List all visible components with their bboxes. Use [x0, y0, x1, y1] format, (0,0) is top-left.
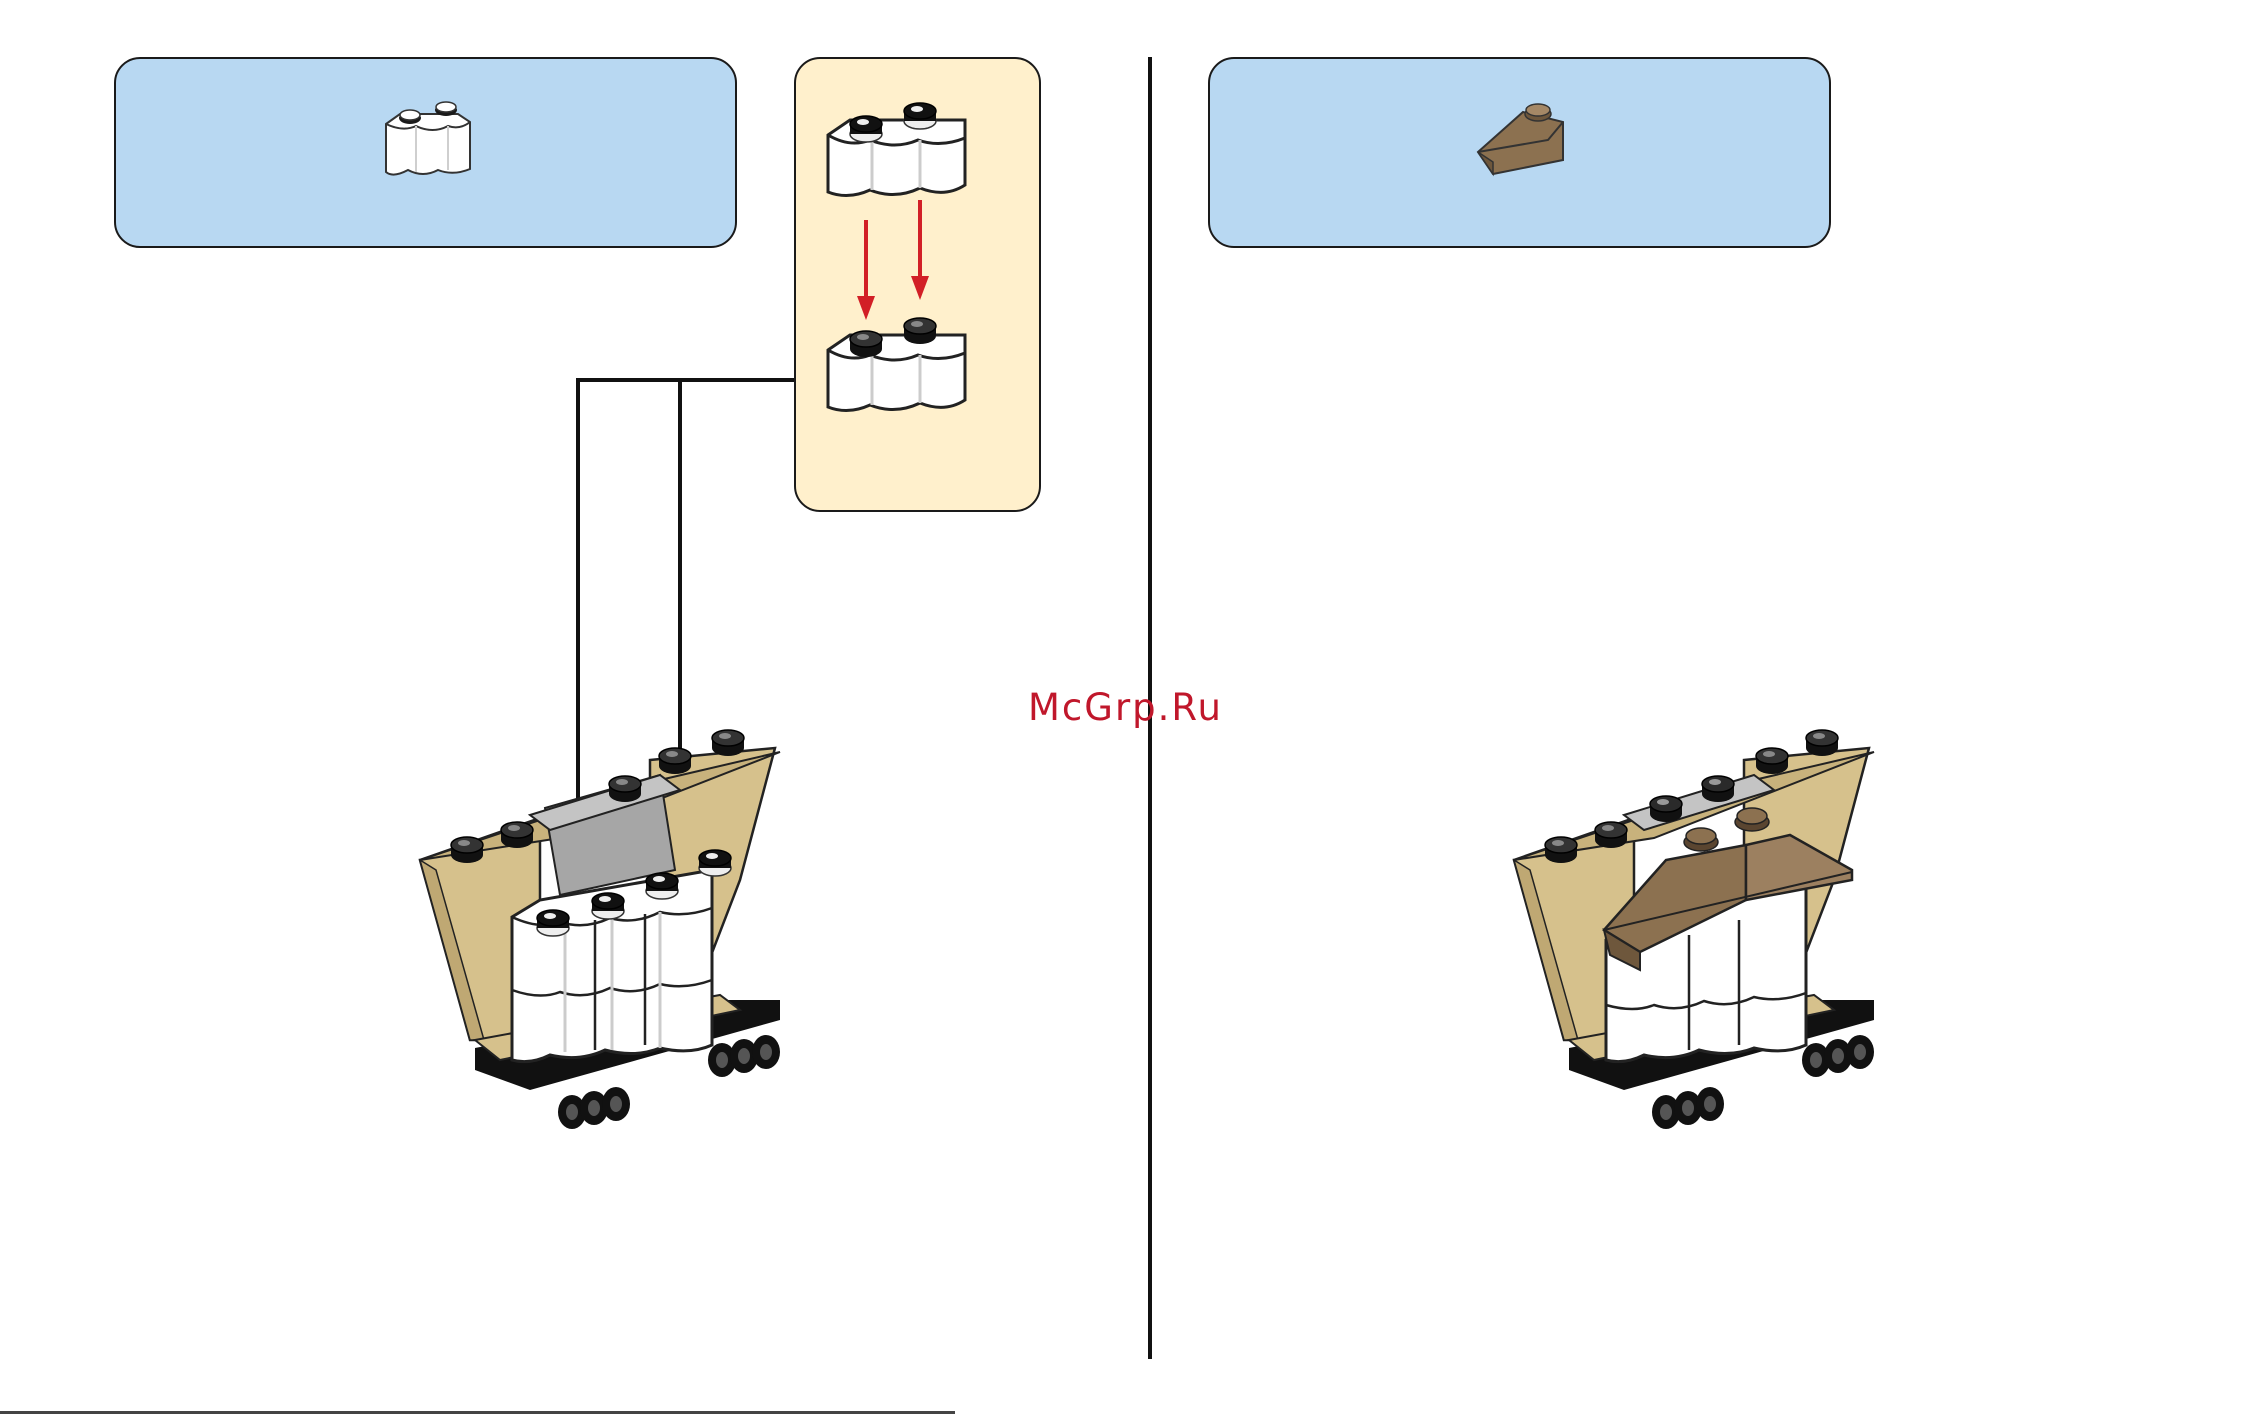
callout-brick-top — [828, 103, 965, 196]
step2-model — [1514, 730, 1874, 1129]
callout-brick-bottom — [828, 318, 965, 411]
step1-model — [420, 730, 780, 1129]
callout-red-arrows — [857, 200, 929, 320]
watermark-text: McGrp.Ru — [1028, 686, 1223, 729]
footer-rule — [0, 1411, 955, 1414]
